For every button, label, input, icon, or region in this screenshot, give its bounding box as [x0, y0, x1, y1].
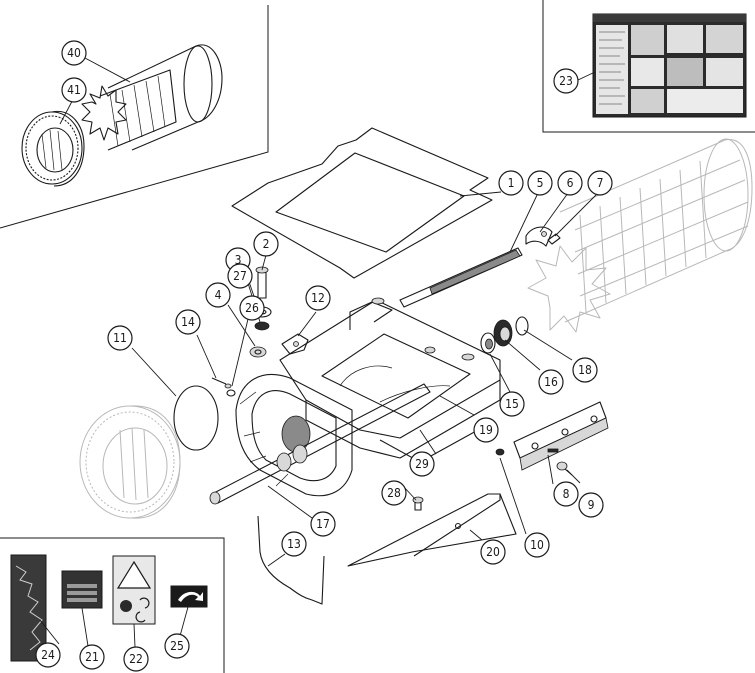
callout-label: 2: [263, 237, 270, 251]
callout-2: 2: [253, 231, 279, 257]
decals-inset: [10, 554, 208, 662]
callout-4: 4: [205, 282, 231, 308]
callout-label: 13: [287, 537, 301, 551]
callout-label: 16: [544, 375, 558, 389]
callout-label: 14: [181, 315, 195, 329]
callout-label: 3: [235, 253, 242, 267]
callout-label: 19: [479, 423, 493, 437]
callout-11: 11: [107, 325, 133, 351]
callout-label: 11: [113, 331, 127, 345]
callout-26: 26: [239, 295, 265, 321]
bearing-part: [480, 332, 496, 354]
seal-ring-part: [173, 385, 219, 451]
callout-1: 1: [498, 170, 524, 196]
shaft-assembly-inset: [21, 44, 223, 187]
nut-part: [249, 346, 267, 358]
callout-22: 22: [123, 646, 149, 672]
callout-label: 26: [245, 301, 259, 315]
callout-25: 25: [164, 633, 190, 659]
callout-label: 9: [588, 498, 595, 512]
callout-20: 20: [480, 539, 506, 565]
callout-8: 8: [553, 481, 579, 507]
callout-label: 24: [41, 648, 55, 662]
callout-6: 6: [557, 170, 583, 196]
ghost-drum-right: [559, 138, 753, 323]
ghost-ring-gear-left: [79, 405, 181, 519]
callout-label: 23: [559, 74, 573, 88]
inset-frame-top-right: [542, 0, 755, 133]
callout-label: 7: [597, 176, 604, 190]
callout-13: 13: [281, 531, 307, 557]
callout-23: 23: [553, 68, 579, 94]
callout-label: 29: [415, 457, 429, 471]
callout-label: 10: [530, 538, 544, 552]
callout-15: 15: [499, 391, 525, 417]
callout-24: 24: [35, 642, 61, 668]
callout-40: 40: [61, 40, 87, 66]
callout-29: 29: [409, 451, 435, 477]
callout-label: 27: [233, 269, 247, 283]
leader-lines: [39, 57, 599, 648]
callout-label: 1: [508, 176, 515, 190]
callout-label: 18: [578, 363, 592, 377]
callout-27: 27: [227, 263, 253, 289]
bolt-part: [255, 266, 269, 299]
callout-label: 20: [486, 545, 500, 559]
callout-label: 25: [170, 639, 184, 653]
wear-strip-part: [399, 247, 523, 308]
callout-label: 28: [387, 486, 401, 500]
callout-9: 9: [578, 492, 604, 518]
callout-label: 40: [67, 46, 81, 60]
callout-41: 41: [61, 77, 87, 103]
manual-screen-inset: [592, 13, 747, 118]
callout-label: 5: [537, 176, 544, 190]
decal-24-graphic: [10, 554, 47, 662]
callout-label: 41: [67, 83, 81, 97]
ring-gear-part: [21, 110, 85, 187]
plug-part: [412, 496, 424, 511]
decal-21-graphic: [61, 570, 103, 609]
callout-14: 14: [175, 309, 201, 335]
screw-part: [211, 377, 232, 389]
seal-part: [493, 319, 513, 347]
bracket-part: [281, 333, 309, 355]
callout-10: 10: [524, 532, 550, 558]
wire-handle-part: [257, 515, 325, 605]
hex-nut-part: [495, 448, 505, 456]
cover-plate-part: [513, 401, 609, 471]
clip-part: [525, 226, 553, 247]
guard-plate-part: [347, 493, 517, 567]
drive-shaft-part: [209, 383, 431, 505]
decal-25-graphic: [170, 585, 208, 608]
callout-18: 18: [572, 357, 598, 383]
callout-label: 8: [563, 487, 570, 501]
pin-part: [547, 233, 561, 245]
callout-17: 17: [310, 511, 336, 537]
callout-21: 21: [79, 644, 105, 670]
ghost-impeller: [527, 245, 611, 333]
callout-19: 19: [473, 417, 499, 443]
callout-label: 15: [505, 397, 519, 411]
callout-label: 4: [215, 288, 222, 302]
callout-7: 7: [587, 170, 613, 196]
lock-washer-part: [254, 321, 270, 331]
callout-label: 6: [567, 176, 574, 190]
callout-12: 12: [305, 285, 331, 311]
inset-frame-top-left: [0, 5, 269, 229]
main-housing-part: [235, 297, 501, 497]
callout-28: 28: [381, 480, 407, 506]
callout-16: 16: [538, 369, 564, 395]
callout-5: 5: [527, 170, 553, 196]
inset-frame-bottom-left: [0, 537, 225, 673]
callout-label: 21: [85, 650, 99, 664]
oil-seal-part: [515, 316, 529, 336]
callout-label: 22: [129, 652, 143, 666]
callout-label: 12: [311, 291, 325, 305]
callout-label: 17: [316, 517, 330, 531]
spline-shaft-part: [81, 69, 177, 151]
small-washer-part: [226, 389, 236, 397]
